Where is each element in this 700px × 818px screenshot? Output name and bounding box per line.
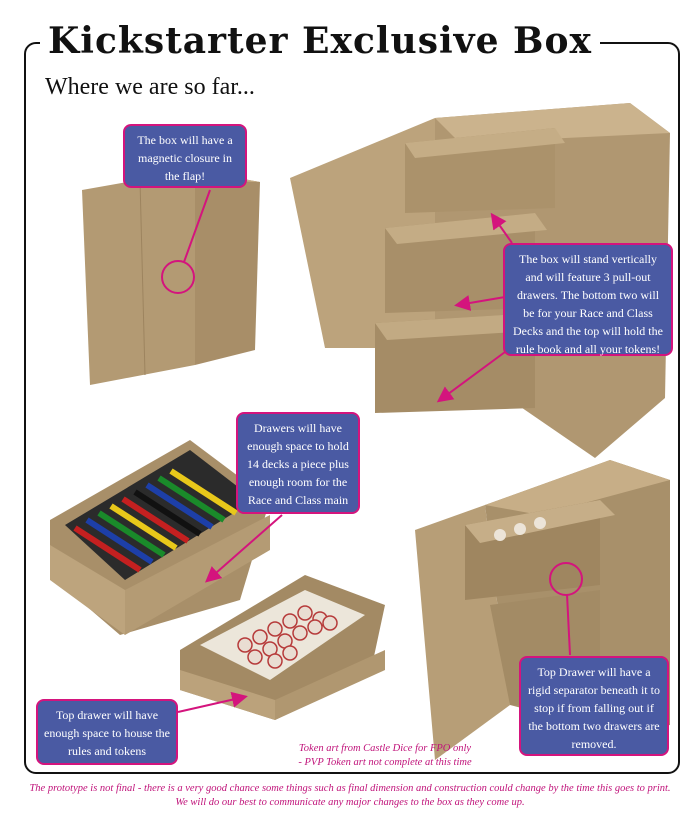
- callout-deck-capacity: Drawers will have enough space to hold 1…: [236, 412, 360, 525]
- marker-circle-separator: [549, 562, 583, 596]
- arrow-card-drawer: [204, 514, 283, 583]
- arrow-top-drawer-box: [490, 212, 513, 244]
- arrow-middle-drawer: [454, 295, 506, 311]
- token-art-note: Token art from Castle Dice for FPO only …: [296, 742, 474, 770]
- arrow-token-drawer: [177, 691, 248, 713]
- callout-separator-text: Top Drawer will have a rigid separator b…: [528, 665, 660, 751]
- callout-magnetic-text: The box will have a magnetic closure in …: [137, 133, 233, 183]
- disclaimer-line-1: The prototype is not final - there is a …: [29, 783, 671, 794]
- callout-vertical-drawers: The box will stand vertically and will f…: [503, 243, 673, 356]
- callout-top-drawer-rules: Top drawer will have enough space to hou…: [36, 699, 178, 765]
- marker-circle-flap: [161, 260, 195, 294]
- callout-top-drawer-text: Top drawer will have enough space to hou…: [44, 708, 170, 758]
- callout-rigid-separator: Top Drawer will have a rigid separator b…: [519, 656, 669, 756]
- callout-magnetic-closure: The box will have a magnetic closure in …: [123, 124, 247, 188]
- callout-vertical-text: The box will stand vertically and will f…: [513, 252, 663, 356]
- disclaimer-line-2: We will do our best to communicate any m…: [175, 797, 525, 808]
- card-drawer-photo: [50, 440, 270, 635]
- arrow-separator: [566, 593, 571, 656]
- arrow-bottom-drawer: [436, 351, 506, 403]
- page-subtitle: Where we are so far...: [45, 74, 255, 100]
- arrow-magnetic: [183, 189, 211, 263]
- page-title: Kickstarter Exclusive Box: [40, 20, 600, 62]
- callout-deck-capacity-text: Drawers will have enough space to hold 1…: [247, 421, 349, 525]
- token-drawer-photo: [180, 575, 385, 720]
- disclaimer: The prototype is not final - there is a …: [14, 782, 686, 810]
- token-art-note-text: Token art from Castle Dice for FPO only …: [298, 743, 472, 768]
